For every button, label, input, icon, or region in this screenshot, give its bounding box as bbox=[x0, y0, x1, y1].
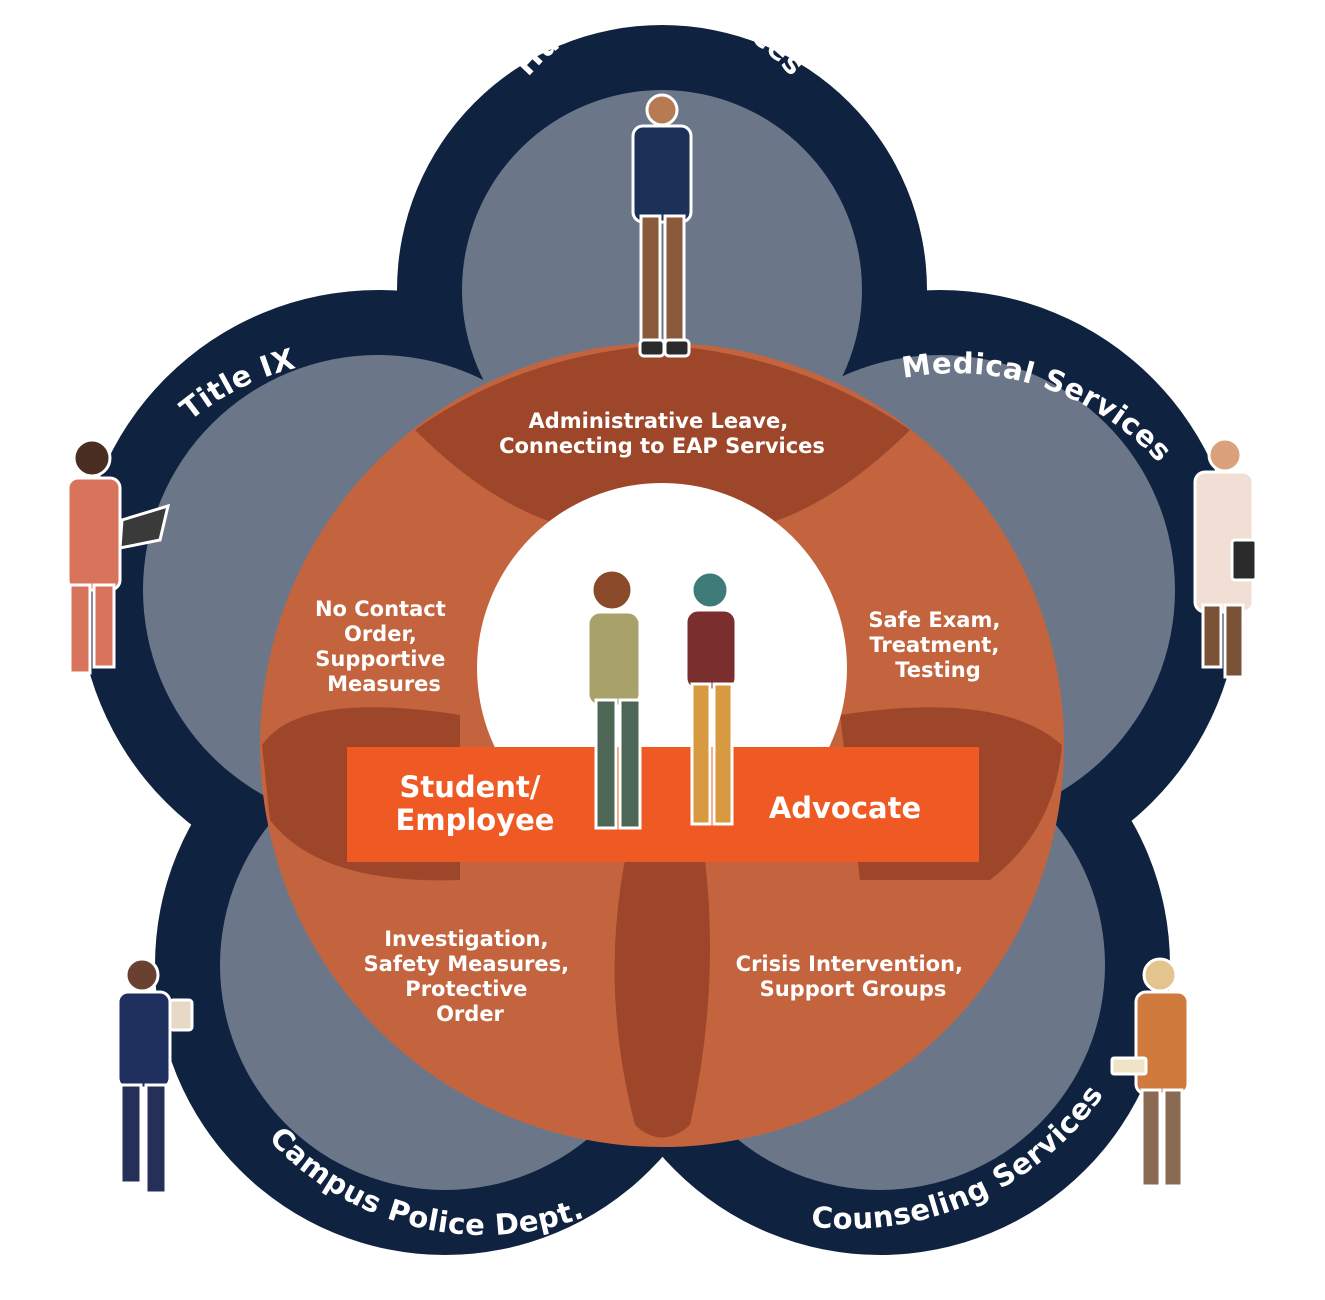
titleix-description: No Contact Order, Supportive Measures bbox=[315, 597, 453, 696]
titleix-description-line: Order, bbox=[344, 622, 417, 646]
medical-description-line: Safe Exam, bbox=[868, 608, 1000, 632]
police-officer-icon bbox=[116, 957, 194, 1195]
police-description-line: Investigation, bbox=[384, 927, 548, 951]
police-description: Investigation, Safety Measures, Protecti… bbox=[364, 927, 577, 1026]
student-label-line-1: Student/ bbox=[399, 770, 540, 804]
hr-staff-person-icon bbox=[631, 93, 693, 358]
center-band bbox=[347, 747, 979, 862]
overlap-bottom bbox=[614, 860, 710, 1138]
student-employee-label: Student/ Employee bbox=[396, 770, 555, 837]
counseling-description-line: Crisis Intervention, bbox=[736, 952, 963, 976]
counseling-description: Crisis Intervention, Support Groups bbox=[736, 952, 971, 1001]
police-description-line: Protective bbox=[405, 977, 527, 1001]
title-ix-coordinator-icon bbox=[66, 438, 171, 675]
police-description-line: Safety Measures, bbox=[364, 952, 570, 976]
counselor-icon bbox=[1110, 957, 1190, 1188]
hr-description-line: Connecting to EAP Services bbox=[499, 434, 825, 458]
titleix-description-line: Supportive bbox=[315, 647, 445, 671]
advocate-label: Advocate bbox=[769, 791, 921, 825]
titleix-description-line: Measures bbox=[327, 672, 441, 696]
medical-description-line: Testing bbox=[895, 658, 981, 682]
titleix-description-line: No Contact bbox=[315, 597, 446, 621]
advocate-icon bbox=[684, 570, 738, 826]
overlap-hr-top bbox=[415, 345, 910, 535]
hr-description-line: Administrative Leave, bbox=[528, 409, 788, 433]
doctor-icon bbox=[1193, 437, 1258, 679]
counseling-description-line: Support Groups bbox=[760, 977, 947, 1001]
medical-description: Safe Exam, Treatment, Testing bbox=[868, 608, 1007, 682]
student-label-line-2: Employee bbox=[396, 803, 555, 837]
hr-description: Administrative Leave, Connecting to EAP … bbox=[499, 409, 825, 458]
medical-description-line: Treatment, bbox=[869, 633, 999, 657]
police-description-line: Order bbox=[436, 1002, 504, 1026]
student-icon bbox=[586, 568, 642, 830]
